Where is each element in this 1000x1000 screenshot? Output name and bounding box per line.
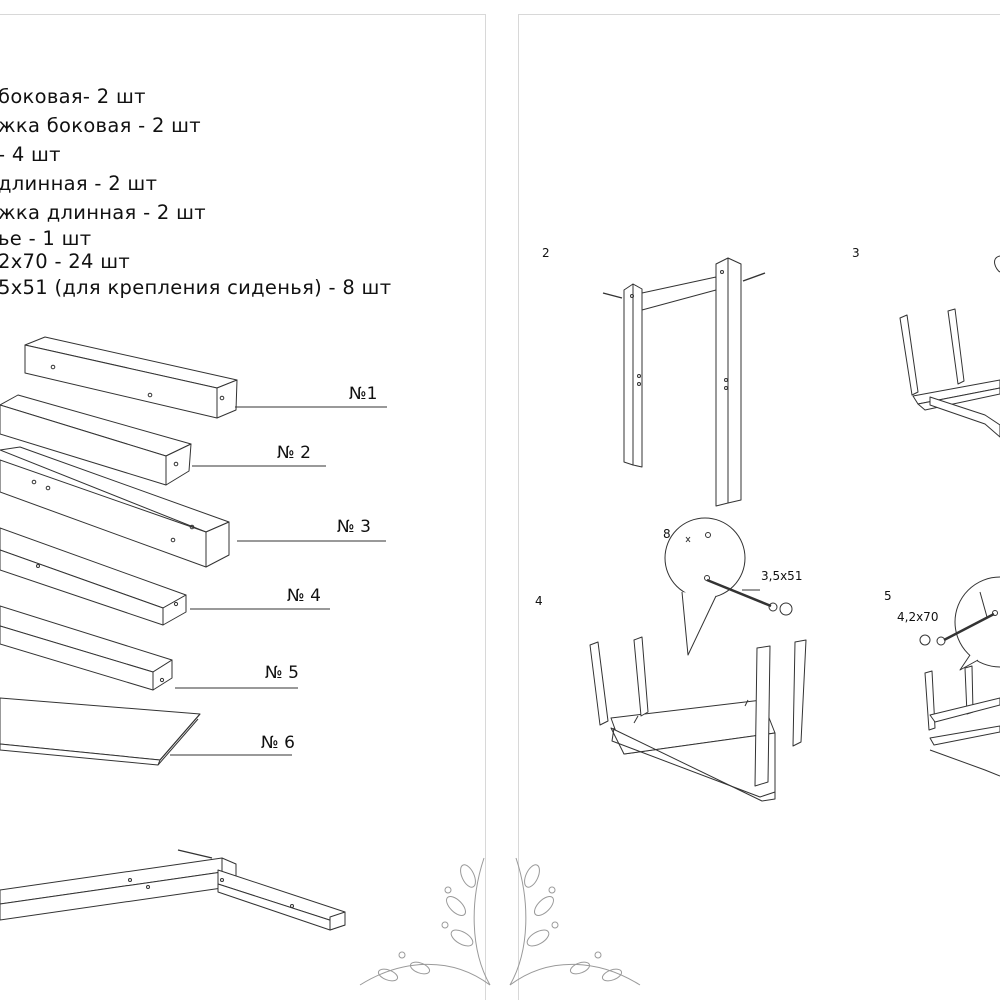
part-4-board	[0, 527, 187, 626]
screw-size-label-large: 4,2х70	[897, 610, 939, 624]
part-label-4: № 4	[287, 586, 321, 606]
part-6-seat-board	[0, 697, 201, 766]
parts-item: жка боковая - 2 шт	[0, 114, 201, 137]
parts-item: ье - 1 шт	[0, 227, 92, 250]
parts-item: боковая- 2 шт	[0, 85, 146, 108]
parts-item: - 4 шт	[0, 143, 61, 166]
step-number-2: 2	[542, 246, 550, 260]
part-3-board	[0, 446, 230, 568]
part-label-1: №1	[349, 384, 378, 404]
part-label-3: № 3	[337, 517, 371, 537]
step-1-frame-sketch	[0, 849, 346, 931]
step-4-drawing	[589, 517, 807, 802]
parts-item: 5х51 (для крепления сиденья) - 8 шт	[0, 276, 392, 299]
part-2-board	[0, 394, 192, 486]
floral-ornament-icon	[359, 857, 641, 986]
step-number-4: 4	[535, 594, 543, 608]
part-1-board	[24, 336, 238, 419]
right-page	[518, 14, 1000, 1000]
step-number-3: 3	[852, 246, 860, 260]
parts-item: жка длинная - 2 шт	[0, 201, 206, 224]
parts-item: длинная - 2 шт	[0, 172, 158, 195]
step-number-5: 5	[884, 589, 892, 603]
part-label-5: № 5	[265, 663, 299, 683]
step-3-drawing	[899, 255, 1000, 438]
parts-list: боковая- 2 шт жка боковая - 2 шт - 4 шт …	[0, 82, 391, 302]
step-2-drawing	[602, 257, 766, 507]
step-5-drawing	[919, 576, 1000, 777]
screw-size-label-small: 3,5х51	[761, 569, 803, 583]
part-label-6: № 6	[261, 733, 295, 753]
screw-count-label: 8	[663, 527, 671, 541]
parts-item: 2х70 - 24 шт	[0, 250, 131, 273]
part-5-board	[0, 605, 173, 691]
part-label-2: № 2	[277, 443, 311, 463]
